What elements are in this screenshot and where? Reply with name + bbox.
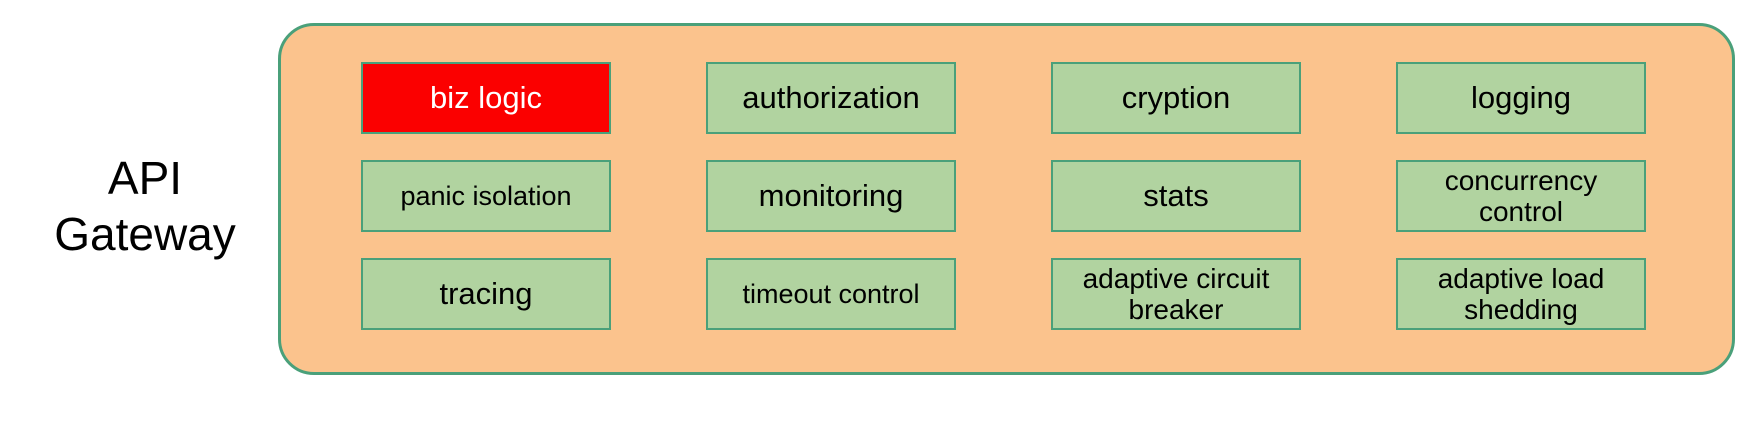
- capability-box[interactable]: timeout control: [706, 258, 956, 330]
- capability-box[interactable]: cryption: [1051, 62, 1301, 134]
- capability-box[interactable]: adaptive circuit breaker: [1051, 258, 1301, 330]
- capability-box[interactable]: stats: [1051, 160, 1301, 232]
- api-gateway-label: API Gateway: [54, 152, 236, 261]
- api-gateway-container: biz logic authorization cryption logging pan…: [278, 23, 1735, 375]
- capability-box[interactable]: logging: [1396, 62, 1646, 134]
- capability-box[interactable]: concurrency control: [1396, 160, 1646, 232]
- capability-grid: biz logic authorization cryption logging pan…: [361, 62, 1646, 330]
- capability-box[interactable]: tracing: [361, 258, 611, 330]
- capability-box[interactable]: biz logic: [361, 62, 611, 134]
- capability-box[interactable]: monitoring: [706, 160, 956, 232]
- capability-box[interactable]: authorization: [706, 62, 956, 134]
- capability-box[interactable]: panic isolation: [361, 160, 611, 232]
- capability-box[interactable]: adaptive load shedding: [1396, 258, 1646, 330]
